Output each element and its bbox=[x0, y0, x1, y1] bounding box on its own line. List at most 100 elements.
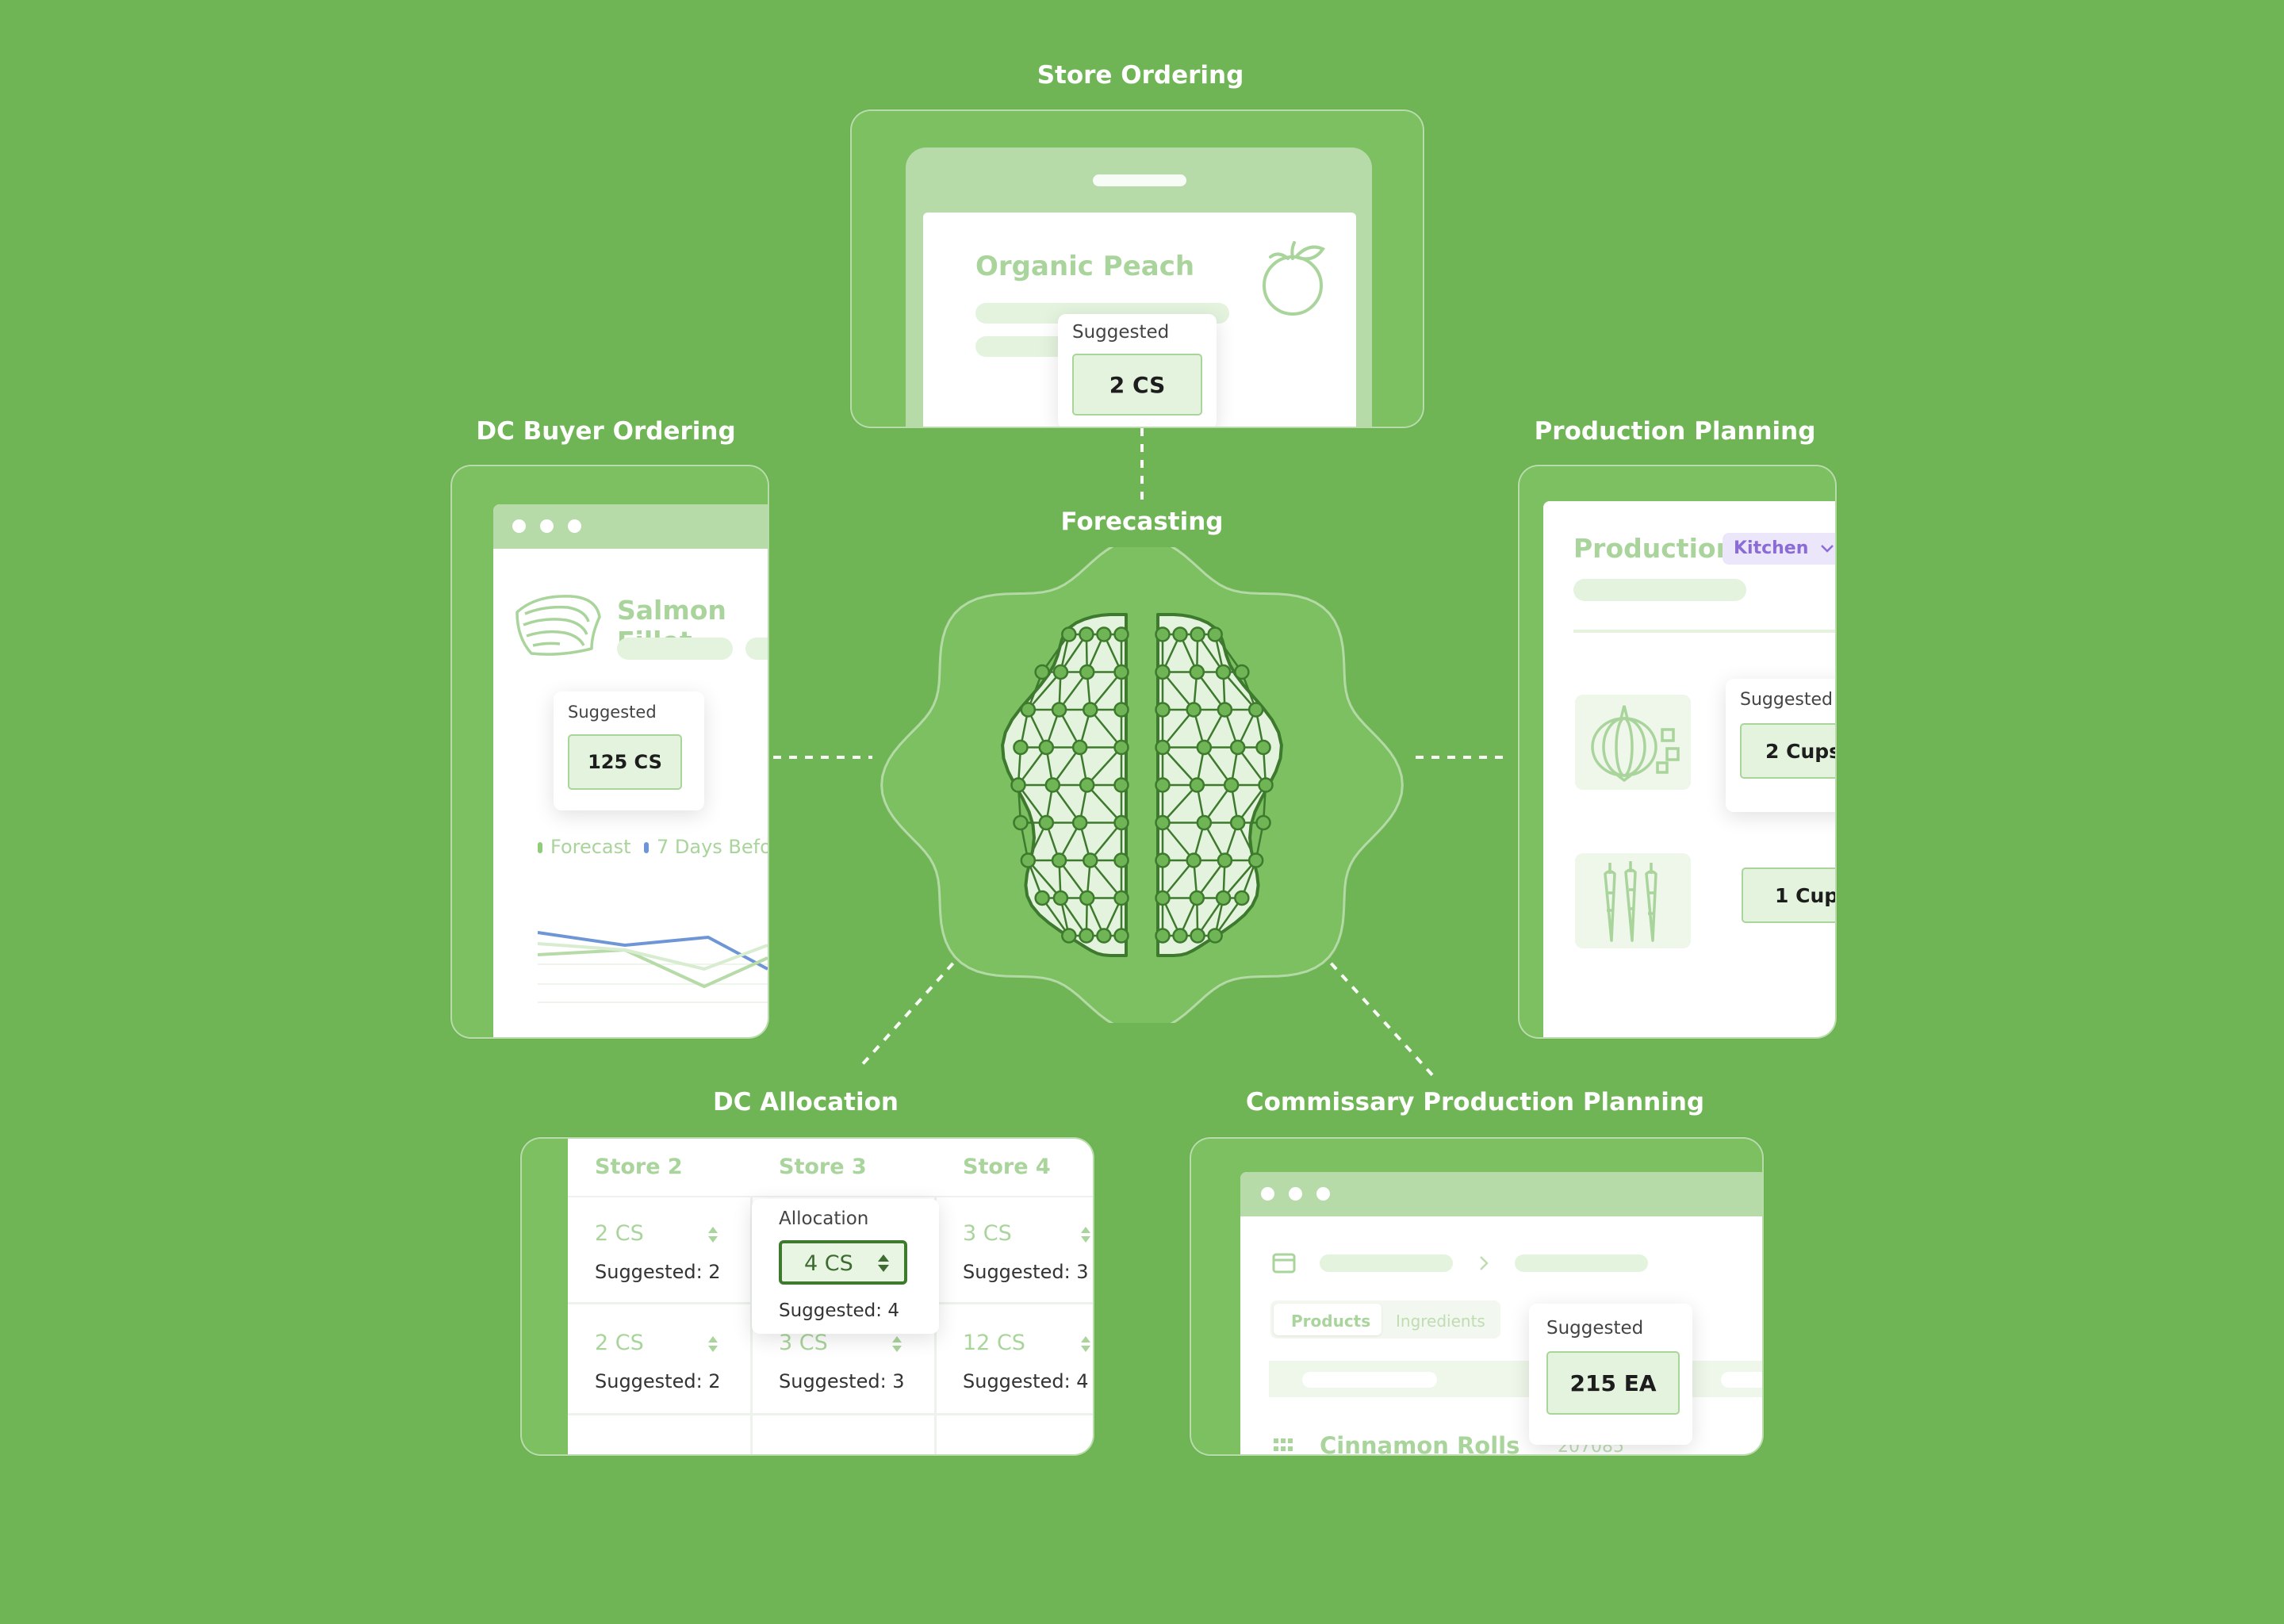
series-line-forecast-a bbox=[538, 948, 768, 988]
row-divider bbox=[568, 1413, 1093, 1415]
legend-dot-7-days-before bbox=[644, 842, 649, 853]
suggested-text: Suggested: 3 bbox=[963, 1261, 1089, 1283]
dc-buyer-card: Salmon Fillet Suggested 125 CS Forecast … bbox=[450, 465, 769, 1039]
chevron-right-icon bbox=[1480, 1256, 1489, 1270]
suggested-value-box[interactable]: 2 Cups bbox=[1740, 723, 1835, 779]
column-header-store-3: Store 3 bbox=[779, 1155, 867, 1179]
allocation-input[interactable]: 2 CS bbox=[595, 1221, 644, 1246]
production-planning-title: Production Planning bbox=[1534, 417, 1816, 446]
tablet-speaker bbox=[1093, 174, 1186, 186]
suggested-popup: Suggested 125 CS bbox=[554, 691, 704, 810]
allocation-input[interactable]: 3 CS bbox=[963, 1221, 1012, 1246]
product-name: Organic Peach bbox=[975, 251, 1195, 282]
browser-titlebar bbox=[1240, 1172, 1762, 1216]
dc-allocation-card: Store 2 Store 3 Store 4 2 CS Suggested: … bbox=[520, 1137, 1094, 1456]
placeholder-bar bbox=[1573, 579, 1746, 601]
allocation-input[interactable]: 3 CS bbox=[779, 1331, 828, 1355]
suggested-text: Suggested: 2 bbox=[595, 1261, 721, 1283]
stepper-icon[interactable] bbox=[707, 1335, 719, 1353]
legend-label-forecast: Forecast bbox=[550, 836, 631, 858]
onion-icon-tile bbox=[1575, 695, 1691, 790]
legend-7-days-before: 7 Days Before bbox=[644, 836, 768, 858]
store-ordering-title: Store Ordering bbox=[1037, 61, 1244, 90]
suggested-text: Suggested: 3 bbox=[779, 1370, 905, 1392]
suggested-popup: Suggested 2 Cups bbox=[1726, 679, 1835, 812]
legend-forecast: Forecast bbox=[538, 836, 631, 858]
table-header-row: Store 2 Store 3 Store 4 bbox=[568, 1139, 1093, 1197]
tablet-screen: Organic Peach bbox=[923, 213, 1356, 427]
stepper-icon[interactable] bbox=[891, 1335, 902, 1353]
dc-buyer-title: DC Buyer Ordering bbox=[476, 417, 736, 446]
quantity-box[interactable]: 1 Cup bbox=[1742, 868, 1835, 923]
suggested-text: Suggested: 2 bbox=[595, 1370, 721, 1392]
window-controls bbox=[1261, 1187, 1344, 1205]
tab-products[interactable]: Products bbox=[1274, 1304, 1382, 1335]
browser-window: Salmon Fillet Suggested 125 CS Forecast … bbox=[493, 504, 768, 1037]
suggested-popup: Suggested 215 EA bbox=[1529, 1304, 1692, 1445]
series-line-7-days-before bbox=[538, 931, 768, 971]
placeholder-bar bbox=[745, 638, 768, 660]
stepper-icon[interactable] bbox=[1080, 1335, 1091, 1353]
kitchen-badge[interactable]: Kitchen bbox=[1723, 533, 1835, 565]
commissary-title: Commissary Production Planning bbox=[1245, 1088, 1705, 1116]
carrots-icon bbox=[1604, 861, 1657, 942]
tablet-device: Organic Peach bbox=[906, 147, 1372, 427]
tab-ingredients[interactable]: Ingredients bbox=[1396, 1312, 1485, 1331]
production-header: Production bbox=[1573, 533, 1735, 564]
tab-products-label: Products bbox=[1291, 1312, 1371, 1331]
carrots-icon-tile bbox=[1575, 853, 1691, 948]
column-divider bbox=[750, 1196, 753, 1454]
suggested-label: Suggested bbox=[568, 703, 657, 722]
production-panel: Production Kitchen bbox=[1543, 501, 1835, 1037]
salmon-fillet-icon bbox=[515, 595, 601, 656]
chevron-down-icon bbox=[1821, 545, 1834, 553]
forecast-line-chart bbox=[538, 931, 768, 1003]
allocation-table: Store 2 Store 3 Store 4 2 CS Suggested: … bbox=[568, 1139, 1093, 1454]
brain-network-icon bbox=[880, 547, 1404, 1023]
onion-icon bbox=[1591, 705, 1680, 782]
suggested-value-box[interactable]: 215 EA bbox=[1546, 1351, 1680, 1415]
legend-label-7-days-before: 7 Days Before bbox=[657, 836, 768, 858]
suggested-popup: Suggested 2 CS bbox=[1058, 314, 1217, 427]
suggested-text: Suggested: 4 bbox=[779, 1300, 899, 1321]
breadcrumb-placeholder bbox=[1515, 1254, 1648, 1272]
allocation-input[interactable]: 2 CS bbox=[595, 1331, 644, 1355]
window-icon bbox=[1272, 1253, 1296, 1274]
divider bbox=[1573, 630, 1835, 633]
stepper-icon[interactable] bbox=[1080, 1226, 1091, 1243]
header-placeholder bbox=[1721, 1372, 1762, 1388]
stepper-icon[interactable] bbox=[877, 1254, 890, 1273]
allocation-input-value: 4 CS bbox=[804, 1251, 853, 1276]
store-ordering-card: Organic Peach Suggested 2 CS bbox=[850, 109, 1424, 428]
suggested-label: Suggested bbox=[1072, 322, 1170, 343]
production-planning-card: Production Kitchen bbox=[1518, 465, 1837, 1039]
commissary-card: Products Ingredients Cinnamon Rolls 2070… bbox=[1190, 1137, 1764, 1456]
allocation-input-active[interactable]: 4 CS bbox=[779, 1240, 907, 1285]
legend-dot-forecast bbox=[538, 842, 542, 853]
drag-handle-icon[interactable] bbox=[1274, 1438, 1293, 1454]
peach-icon bbox=[1263, 241, 1325, 316]
suggested-label: Suggested bbox=[1740, 690, 1833, 710]
browser-titlebar bbox=[493, 504, 768, 549]
stepper-icon[interactable] bbox=[707, 1226, 719, 1243]
suggested-text: Suggested: 4 bbox=[963, 1370, 1089, 1392]
dc-allocation-title: DC Allocation bbox=[713, 1088, 899, 1116]
suggested-value-box[interactable]: 2 CS bbox=[1072, 354, 1202, 416]
allocation-input[interactable]: 12 CS bbox=[963, 1331, 1025, 1355]
tab-bar: Products Ingredients bbox=[1270, 1300, 1500, 1339]
series-line-forecast-b bbox=[538, 942, 768, 971]
column-header-store-4: Store 4 bbox=[963, 1155, 1051, 1179]
row-item-name: Cinnamon Rolls bbox=[1320, 1432, 1520, 1456]
breadcrumb-placeholder bbox=[1320, 1254, 1453, 1272]
kitchen-badge-label: Kitchen bbox=[1734, 538, 1809, 558]
placeholder-bar bbox=[617, 638, 733, 660]
suggested-value-box[interactable]: 125 CS bbox=[568, 734, 682, 790]
header-placeholder bbox=[1302, 1372, 1437, 1388]
suggested-label: Suggested bbox=[1546, 1318, 1644, 1339]
window-controls bbox=[512, 519, 596, 537]
allocation-label: Allocation bbox=[779, 1208, 869, 1229]
allocation-popup: Allocation 4 CS Suggested: 4 bbox=[752, 1199, 939, 1334]
column-header-store-2: Store 2 bbox=[595, 1155, 683, 1179]
forecasting-title: Forecasting bbox=[1060, 508, 1224, 536]
